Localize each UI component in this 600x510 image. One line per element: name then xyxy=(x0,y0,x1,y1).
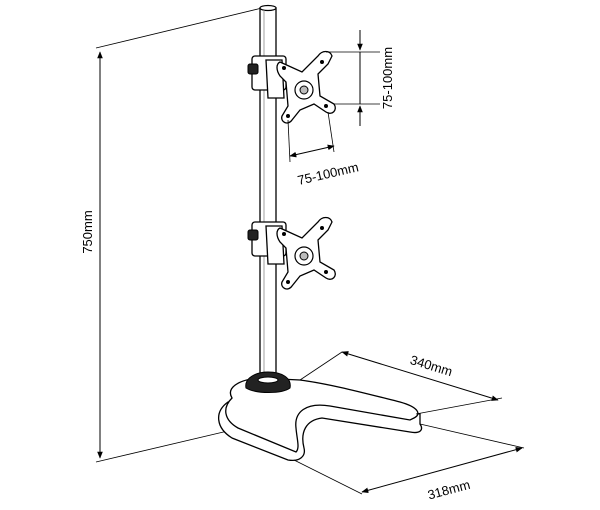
width-dimension-line xyxy=(361,446,523,494)
lower-vesa-hole xyxy=(320,226,324,230)
vertical-pole xyxy=(259,4,277,381)
collar-opening xyxy=(257,376,279,384)
lower-vesa-hole xyxy=(324,270,328,274)
pole-cap xyxy=(259,4,277,12)
lower-vesa-hole xyxy=(282,232,286,236)
upper-clamp-knob xyxy=(247,63,259,75)
upper-vesa-hole xyxy=(324,104,328,108)
height-dimension: 750mm xyxy=(80,7,263,463)
vesa-horizontal-label: 75-100mm xyxy=(296,159,360,188)
upper-vesa-hole xyxy=(320,60,324,64)
u-shaped-base xyxy=(218,371,423,462)
upper-vesa-hole xyxy=(286,114,290,118)
height-label: 750mm xyxy=(80,210,95,253)
lower-bracket xyxy=(247,216,336,290)
depth-dimension-line xyxy=(341,351,499,401)
depth-extension-back xyxy=(299,351,343,381)
width-extension-right xyxy=(419,423,525,449)
lower-clamp-knob xyxy=(247,229,259,241)
lower-plate-hub-center xyxy=(299,251,309,261)
upper-plate-hub-center xyxy=(299,85,309,95)
width-extension-left xyxy=(293,459,363,495)
vesa-horizontal-dimension: 75-100mm xyxy=(287,111,360,188)
height-extension-bottom xyxy=(95,429,233,463)
depth-extension-front xyxy=(415,397,503,415)
upper-vesa-hole xyxy=(282,66,286,70)
height-extension-top xyxy=(95,7,263,49)
vesa-horizontal-line xyxy=(289,144,335,158)
base-depth-label: 340mm xyxy=(408,352,454,379)
vesa-horizontal-extension-left xyxy=(287,119,291,163)
lower-vesa-hole xyxy=(286,280,290,284)
base-width-label: 318mm xyxy=(426,477,472,503)
base-width-dimension: 318mm xyxy=(293,423,525,503)
vesa-vertical-dimension: 75-100mm xyxy=(326,30,395,126)
vesa-vertical-label: 75-100mm xyxy=(380,47,395,109)
